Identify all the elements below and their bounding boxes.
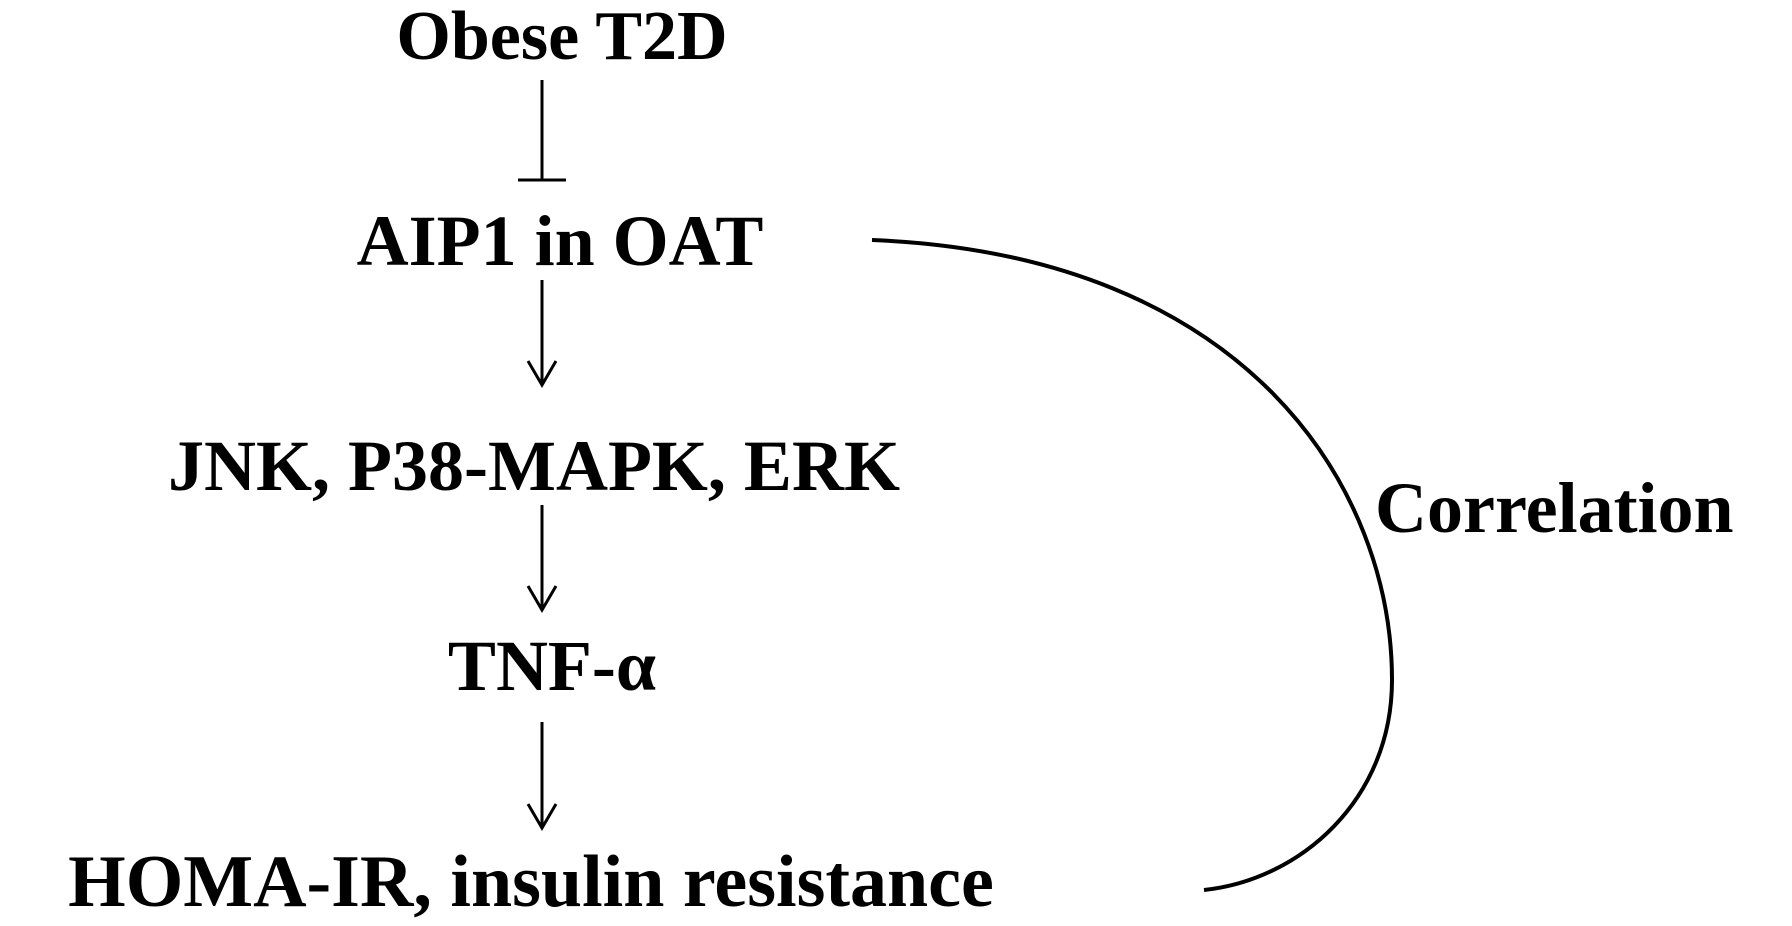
edge-arrow-tnf-to-homa [526,722,558,831]
node-tnf-alpha: TNF-α [447,626,657,706]
edge-correlation-arc [871,238,1395,892]
edge-arrow-aip1-to-mapk [526,280,558,388]
node-aip1-in-oat: AIP1 in OAT [356,201,764,281]
correlation-label: Correlation [1375,468,1734,548]
edge-arrow-mapk-to-tnf [526,505,558,613]
node-homa-ir-insulin-resistance: HOMA-IR, insulin resistance [68,841,994,923]
edge-inhibition-obese-to-aip1 [518,80,566,182]
node-jnk-p38-mapk-erk: JNK, P38-MAPK, ERK [168,426,900,506]
node-obese-t2d: Obese T2D [396,0,728,75]
